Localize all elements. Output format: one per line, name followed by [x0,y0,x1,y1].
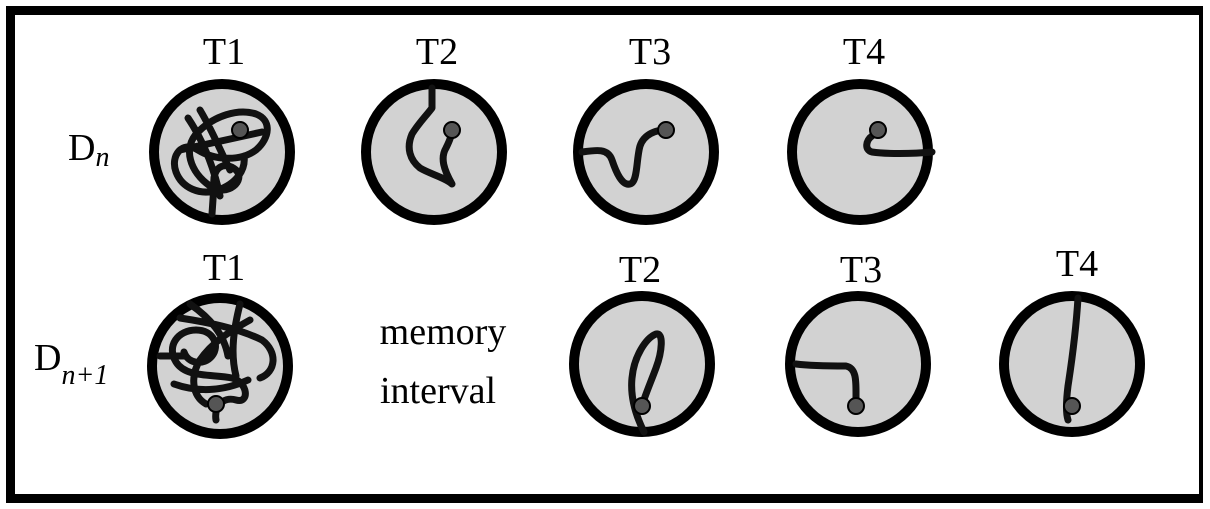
interval-label-line2: interval [380,370,496,412]
trial-label-r2-t1: T1 [203,247,245,289]
interval-label-line1: memory [380,311,507,353]
pool-r1-t3 [573,79,719,225]
trial-label-r1-t4: T4 [843,31,885,73]
trial-label-r1-t3: T3 [629,31,671,73]
pool-r2-t3 [785,291,931,437]
row-label-dn1: Dn+1 [34,337,108,391]
row-label-dn: Dn [68,127,109,173]
pool-r2-t1 [147,293,293,439]
trial-label-r2-t4: T4 [1056,243,1098,285]
trial-label-r1-t2: T2 [416,31,458,73]
pool-r1-t4 [787,79,936,225]
trial-label-r2-t3: T3 [840,249,882,291]
pool-r2-t4 [999,291,1145,437]
trial-label-r1-t1: T1 [203,31,245,73]
trial-label-r2-t2: T2 [619,249,661,291]
pool-r2-t2 [569,291,715,437]
pool-r1-t1 [149,79,295,225]
pool-r1-t2 [361,79,507,225]
